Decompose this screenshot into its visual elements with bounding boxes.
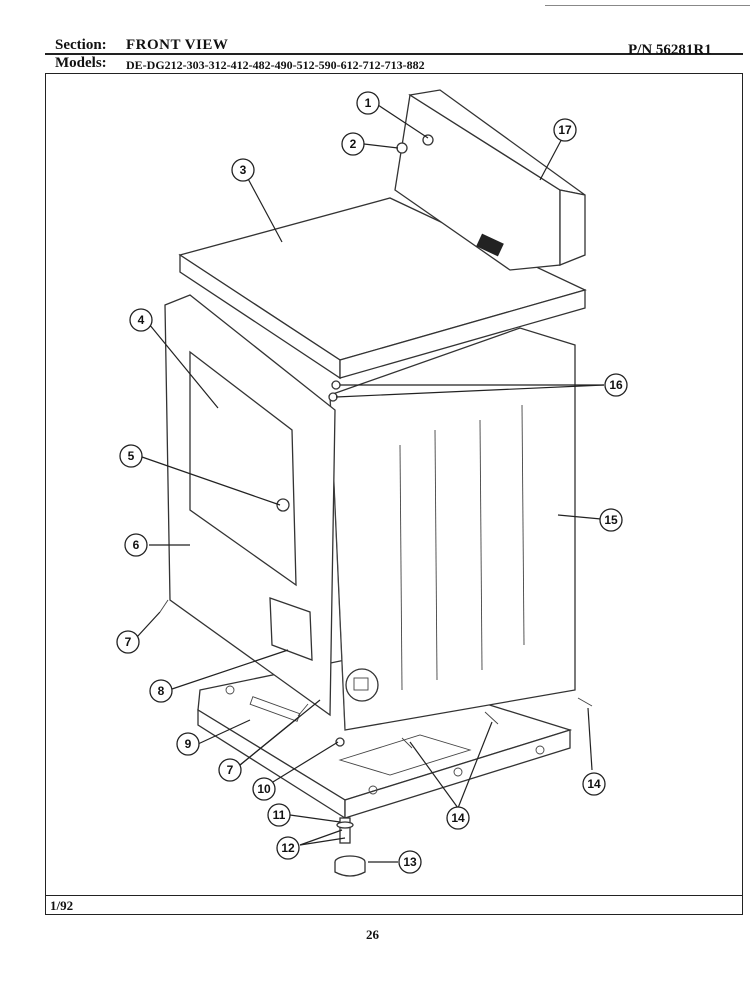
callout-4: 4 [129, 308, 153, 332]
callout-12: 12 [276, 836, 300, 860]
svg-text:13: 13 [403, 855, 417, 869]
callout-14-center: 14 [446, 806, 470, 830]
svg-text:4: 4 [138, 313, 145, 327]
svg-text:6: 6 [133, 538, 140, 552]
diagram-frame [45, 73, 743, 915]
callout-5: 5 [119, 444, 143, 468]
callout-13: 13 [398, 850, 422, 874]
header-top-rule [545, 5, 750, 6]
callout-7-left: 7 [116, 630, 140, 654]
control-console [394, 89, 586, 271]
leveling-leg [334, 817, 366, 877]
callout-17: 17 [553, 118, 577, 142]
callout-10: 10 [252, 777, 276, 801]
svg-text:3: 3 [240, 163, 247, 177]
svg-text:14: 14 [451, 811, 465, 825]
callout-14-right: 14 [582, 772, 606, 796]
footer-date: 1/92 [50, 898, 74, 913]
svg-text:9: 9 [185, 737, 192, 751]
svg-text:12: 12 [281, 841, 295, 855]
callout-9: 9 [176, 732, 200, 756]
header-rule [45, 53, 743, 55]
svg-text:2: 2 [350, 137, 357, 151]
callout-7-bottom: 7 [218, 758, 242, 782]
part-number: P/N 56281R1 [628, 42, 712, 58]
front-panel [164, 294, 336, 717]
svg-text:1: 1 [365, 96, 372, 110]
callout-6: 6 [124, 533, 148, 557]
svg-text:10: 10 [257, 782, 271, 796]
leader-lines [136, 104, 605, 863]
section-value: FRONT VIEW [126, 37, 229, 53]
svg-text:11: 11 [273, 808, 286, 822]
models-value: DE-DG212-303-312-412-482-490-512-590-612… [126, 58, 425, 72]
models-label: Models: [55, 55, 107, 71]
screws [159, 134, 593, 749]
svg-text:7: 7 [227, 763, 234, 777]
svg-text:15: 15 [604, 513, 618, 527]
svg-text:7: 7 [125, 635, 132, 649]
svg-text:17: 17 [558, 123, 572, 137]
cabinet [329, 327, 576, 731]
svg-text:14: 14 [587, 777, 601, 791]
callout-3: 3 [231, 158, 255, 182]
callout-1: 1 [356, 91, 380, 115]
footer-divider [45, 895, 743, 896]
top-panel [178, 197, 587, 380]
svg-text:16: 16 [609, 378, 623, 392]
callout-11: 11 [267, 803, 291, 827]
page-number: 26 [366, 927, 379, 942]
callout-2: 2 [341, 132, 365, 156]
svg-text:8: 8 [158, 684, 165, 698]
callout-16: 16 [604, 373, 628, 397]
section-label: Section: [55, 37, 107, 53]
callout-15: 15 [599, 508, 623, 532]
svg-text:5: 5 [128, 449, 135, 463]
callout-8: 8 [149, 679, 173, 703]
